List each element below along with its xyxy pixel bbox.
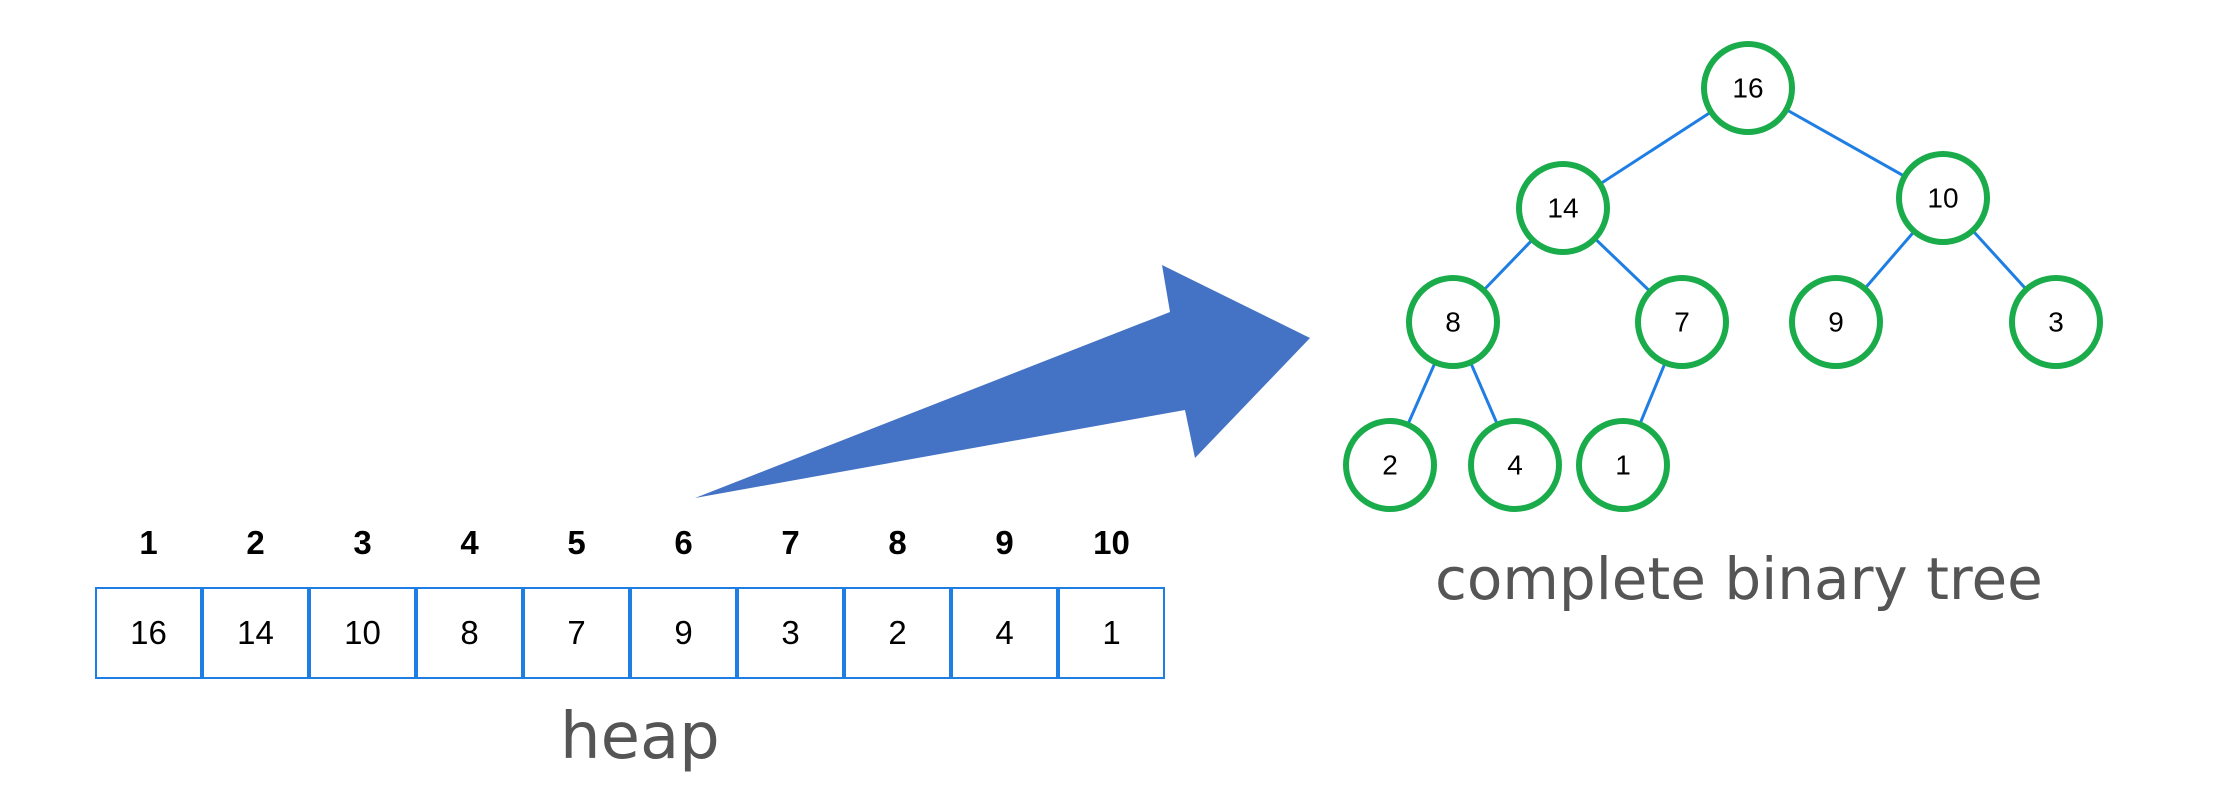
tree-node-n6: 9 bbox=[1789, 275, 1883, 369]
array-index: 2 bbox=[246, 524, 265, 561]
tree-node-value: 16 bbox=[1732, 73, 1763, 104]
tree-node-n1: 16 bbox=[1701, 41, 1795, 135]
tree-nodes: 16 14 10 8 7 9 bbox=[1343, 41, 2103, 512]
heap-label: heap bbox=[560, 700, 720, 774]
array-index: 7 bbox=[781, 524, 800, 561]
array-index: 4 bbox=[460, 524, 479, 561]
tree-label: complete binary tree bbox=[1435, 545, 2043, 613]
array-cell: 16 bbox=[95, 587, 202, 679]
array-cell: 2 bbox=[844, 587, 951, 679]
tree-node-value: 9 bbox=[1828, 307, 1844, 338]
tree-node-value: 14 bbox=[1547, 193, 1578, 224]
array-index: 5 bbox=[567, 524, 586, 561]
array-index: 9 bbox=[995, 524, 1014, 561]
array-index: 10 bbox=[1093, 524, 1130, 561]
tree-node-n3: 10 bbox=[1896, 151, 1990, 245]
tree-node-value: 4 bbox=[1507, 450, 1523, 481]
tree-node-value: 8 bbox=[1445, 307, 1461, 338]
array-cell: 9 bbox=[630, 587, 737, 679]
tree-node-n10: 1 bbox=[1576, 418, 1670, 512]
tree-edges bbox=[1388, 86, 2058, 466]
tree-node-value: 3 bbox=[2048, 307, 2064, 338]
array-index: 1 bbox=[139, 524, 158, 561]
array-index: 8 bbox=[888, 524, 907, 561]
tree-node-n4: 8 bbox=[1406, 275, 1500, 369]
array-index: 3 bbox=[353, 524, 372, 561]
array-cell: 14 bbox=[202, 587, 309, 679]
arrow-shape bbox=[695, 265, 1310, 498]
tree-node-n5: 7 bbox=[1635, 275, 1729, 369]
array-cell: 4 bbox=[951, 587, 1058, 679]
array-cell: 1 bbox=[1058, 587, 1165, 679]
tree-node-n9: 4 bbox=[1468, 418, 1562, 512]
array-cell: 3 bbox=[737, 587, 844, 679]
array-cell: 7 bbox=[523, 587, 630, 679]
tree-node-n2: 14 bbox=[1516, 161, 1610, 255]
tree-node-value: 2 bbox=[1382, 450, 1398, 481]
array-index: 6 bbox=[674, 524, 693, 561]
array-cell: 8 bbox=[416, 587, 523, 679]
tree-node-value: 1 bbox=[1615, 450, 1631, 481]
tree-node-n7: 3 bbox=[2009, 275, 2103, 369]
tree-node-value: 7 bbox=[1674, 307, 1690, 338]
array-cell: 10 bbox=[309, 587, 416, 679]
tree-node-n8: 2 bbox=[1343, 418, 1437, 512]
tree-node-value: 10 bbox=[1927, 183, 1958, 214]
